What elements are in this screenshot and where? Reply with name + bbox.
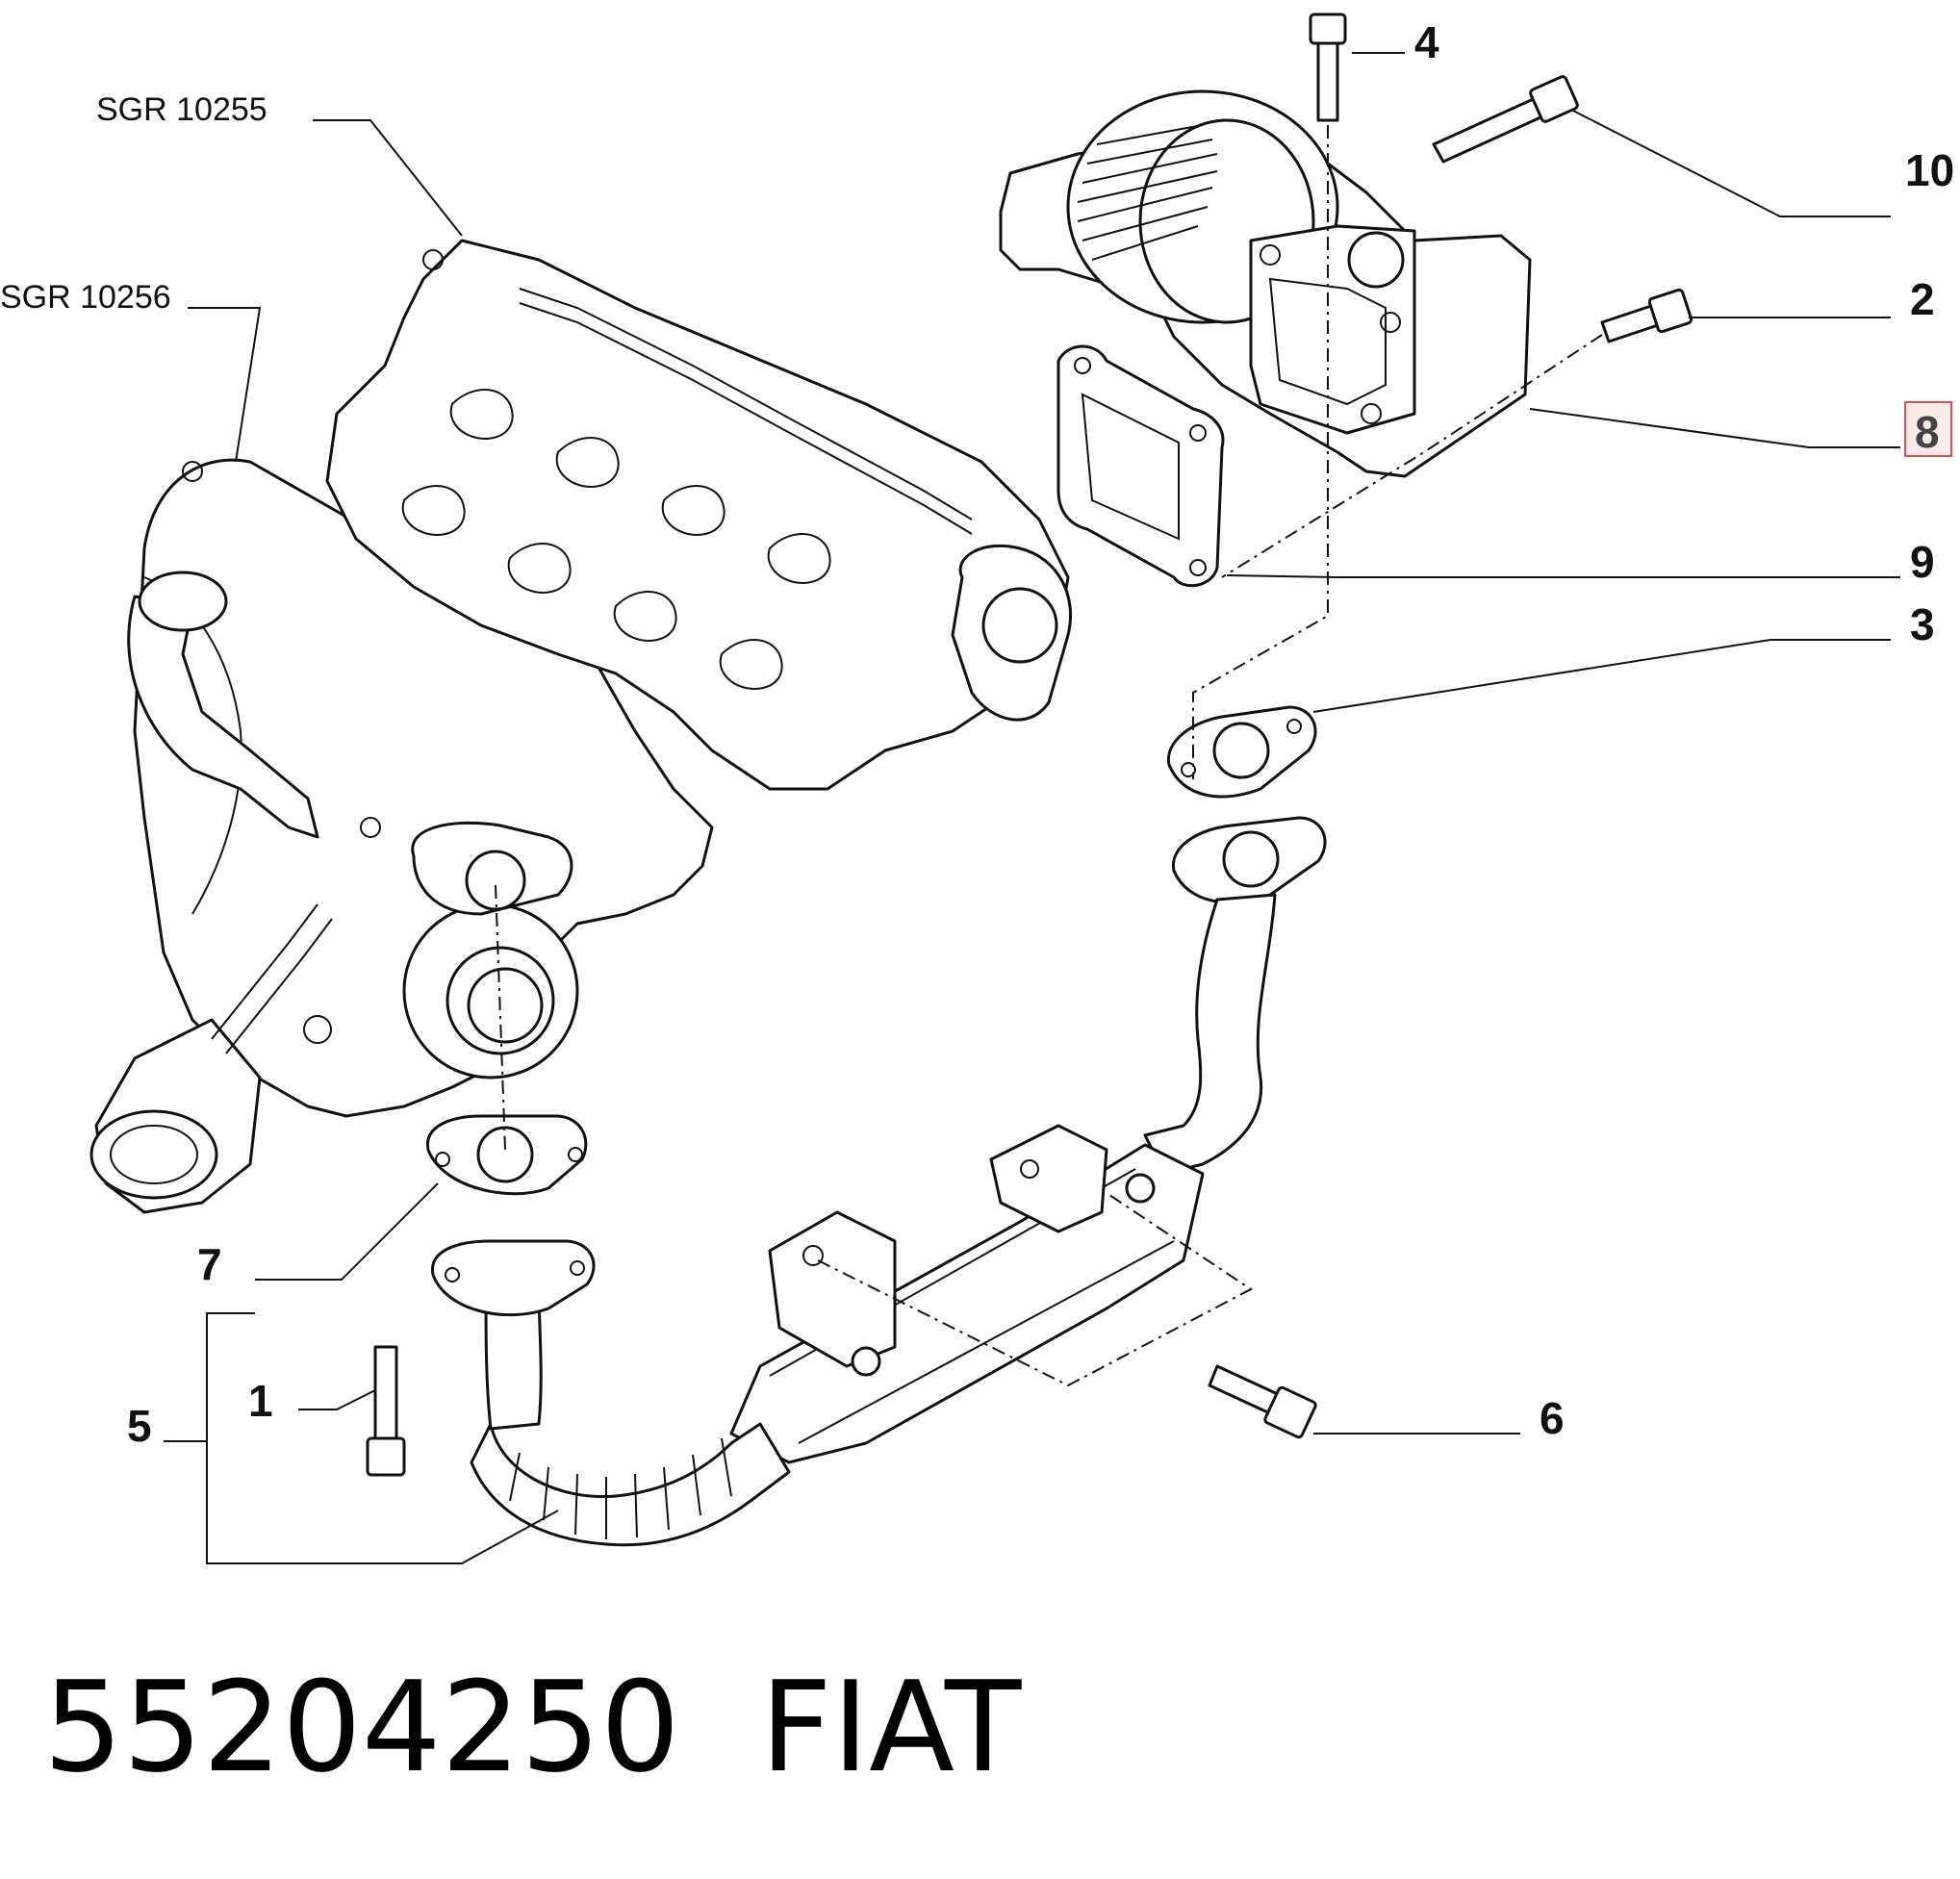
bolt-2 [1600,288,1693,343]
leader-lines [164,52,1900,1564]
egr-valve-gasket-9 [1056,344,1225,588]
brand-name: FIAT [760,1654,1022,1800]
exhaust-manifold-turbo-assembly [89,239,1073,1214]
reference-sgr-10255: SGR 10255 [96,91,267,128]
bolt-1 [366,1345,406,1477]
callout-5: 5 [127,1401,152,1451]
egr-valve [999,89,1532,478]
gasket-7 [426,1114,588,1196]
callout-1: 1 [248,1376,273,1426]
bolt-6 [1208,1364,1317,1439]
callout-4: 4 [1414,17,1439,67]
gasket-3 [1167,705,1317,799]
callout-9: 9 [1910,537,1935,587]
callout-8-highlight-box [1904,401,1952,457]
bolt-4 [1309,13,1347,122]
callout-3: 3 [1910,599,1935,649]
reference-sgr-10256: SGR 10256 [0,279,171,316]
callout-7: 7 [197,1239,222,1289]
callout-6: 6 [1540,1393,1565,1443]
part-number: 55204250 [43,1654,680,1800]
bolt-10 [1432,75,1579,164]
assembly-dash-lines [495,125,1603,1387]
callout-10: 10 [1905,145,1954,195]
callout-8: 8 [1915,407,1940,457]
egr-pipe-cooler-assembly [431,816,1327,1547]
callout-2: 2 [1910,274,1935,324]
